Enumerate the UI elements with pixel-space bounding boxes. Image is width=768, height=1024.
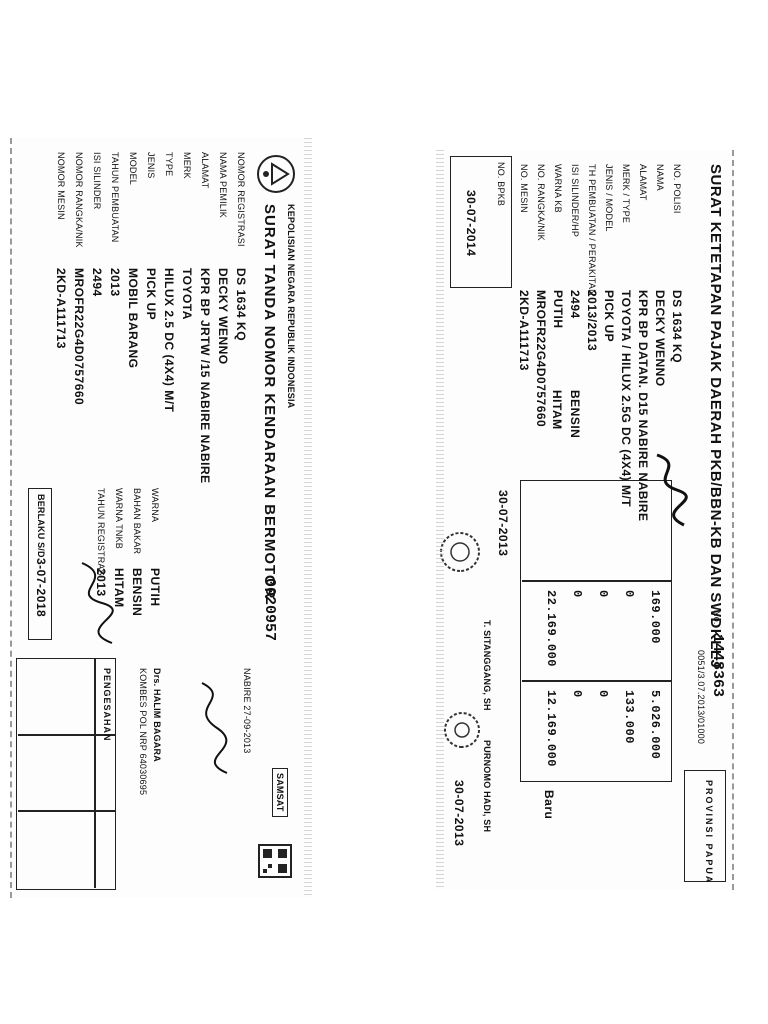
field-label: NO. MESIN <box>519 164 529 213</box>
amount-cell: 133.000 <box>622 690 636 744</box>
skpd-ref-number: 0051/3.07.2013/01000 <box>696 650 706 745</box>
amount-cell: 0 <box>596 590 610 598</box>
amount-cell: 0 <box>570 690 584 698</box>
date-stamp: 30-07-2013 <box>452 780 466 847</box>
field-label: NOMOR RANGKA/NIK <box>74 152 84 248</box>
field-value: 2494 <box>90 268 104 297</box>
amount-cell: 169.000 <box>648 590 662 644</box>
table-divider <box>522 580 672 582</box>
officer-name: Drs. HALIM BAGARA <box>152 668 162 762</box>
table-divider <box>94 658 96 888</box>
stnk-document: KEPOLISIAN NEGARA REPUBLIK INDONESIA SUR… <box>10 138 312 898</box>
field-value: BENSIN <box>130 568 144 617</box>
amount-cell: 0 <box>596 690 610 698</box>
officer-name: T. SITANGGANG, SH <box>482 620 492 711</box>
field-value: 2013 <box>108 268 122 297</box>
stamp-icon <box>440 532 480 572</box>
field-label: WARNA TNKB <box>114 488 124 550</box>
province-label: PROVINSI PAPUA <box>704 780 714 885</box>
skpd-number-label: No. <box>712 610 722 625</box>
scan-noise <box>436 150 444 890</box>
field-value: PICK UP <box>144 268 158 321</box>
field-value: PUTIH <box>551 290 565 329</box>
field-value: PICK UP <box>602 290 616 343</box>
field-value: 2494 <box>568 290 582 319</box>
skpd-title: SURAT KETETAPAN PAJAK DAERAH PKB/BBN-KB … <box>707 164 724 669</box>
officer2-name: PURNOMO HADI, SH <box>482 740 492 833</box>
field-label: NO. RANGKA/NIK <box>536 164 546 241</box>
no-bpkb-date: 30-07-2014 <box>464 190 478 257</box>
field-label: NOMOR REGISTRASI <box>236 152 246 247</box>
field-value: TOYOTA <box>180 268 194 320</box>
officer-signature <box>201 682 228 774</box>
field-value: DECKY WENNO <box>653 290 667 387</box>
police-emblem-icon <box>249 152 298 196</box>
side-field: BENSIN <box>568 390 582 439</box>
field-value: HILUX 2.5 DC (4X4) M/T <box>162 268 176 413</box>
valid-until-label: BERLAKU S/D <box>36 494 46 558</box>
scan-noise <box>304 138 312 898</box>
field-label: MERK / TYPE <box>621 164 631 224</box>
field-label: TH PEMBUATAN / PERAKITAN <box>587 164 597 296</box>
valid-until-date: 3-07-2018 <box>34 558 48 618</box>
issue-place-date: NABIRE 27-09-2013 <box>242 668 252 754</box>
field-label: ISI SILINDER/HP <box>570 164 580 238</box>
field-value: 2KD-A111713 <box>517 290 531 371</box>
table-divider <box>522 680 672 682</box>
amount-cell: 0 <box>570 590 584 598</box>
amount-cell: 22.169.000 <box>544 590 558 668</box>
amount-cell: 12.169.000 <box>544 690 558 768</box>
field-label: TAHUN PEMBUATAN <box>110 152 120 243</box>
field-value: TOYOTA / HILUX 2.5G DC (4X4) M/T <box>619 290 633 508</box>
date-paid: 30-07-2013 <box>496 490 510 557</box>
field-label: MERK <box>182 152 192 179</box>
skpd-number: 1448363 <box>709 634 726 698</box>
field-label: JENIS / MODEL <box>604 164 614 232</box>
pengesahan-label: PENGESAHAN <box>102 668 112 742</box>
agency-name: KEPOLISIAN NEGARA REPUBLIK INDONESIA <box>286 204 296 409</box>
field-label: NO. POLISI <box>672 164 682 214</box>
signature-scribble <box>81 562 114 644</box>
baru-label: Baru <box>542 790 556 820</box>
field-value: PUTIH <box>148 568 162 607</box>
document-title: SURAT TANDA NOMOR KENDARAAN BERMOTOR <box>261 204 278 600</box>
amount-cell: 0 <box>622 590 636 598</box>
field-label: JENIS <box>146 152 156 179</box>
field-label: ISI SILINDER <box>92 152 102 210</box>
field-label: TYPE <box>164 152 174 177</box>
field-value: MROFR22G4D0757660 <box>72 268 86 406</box>
table-divider <box>18 810 116 812</box>
field-value: DECKY WENNO <box>216 268 230 365</box>
field-value: MOBIL BARANG <box>126 268 140 369</box>
field-value: DS 1634 KQ <box>670 290 684 364</box>
field-label: NAMA PEMILIK <box>218 152 228 218</box>
field-value: 2KD-A111713 <box>54 268 68 349</box>
field-label: ALAMAT <box>200 152 210 189</box>
field-label: MODEL <box>128 152 138 186</box>
field-label: ALAMAT <box>638 164 648 201</box>
skpd-document: SURAT KETETAPAN PAJAK DAERAH PKB/BBN-KB … <box>436 150 734 890</box>
field-label: NAMA <box>655 164 665 191</box>
document-number: 0020957 <box>261 578 278 642</box>
field-label: WARNA <box>150 488 160 523</box>
side-field: HITAM <box>550 390 564 430</box>
pengesahan-table <box>16 658 116 890</box>
field-value: DS 1634 KQ <box>234 268 248 342</box>
field-label: NOMOR MESIN <box>56 152 66 220</box>
stamp-icon <box>444 712 480 748</box>
field-value: KPR BP JRTW /15 NABIRE NABIRE <box>198 268 212 484</box>
field-label: WARNA KB <box>553 164 563 213</box>
field-value: 2013/2013 <box>585 290 599 352</box>
no-bpkb-label: NO. BPKB <box>496 162 506 207</box>
signature-scribble <box>656 453 688 527</box>
samsat-logo: SAMSAT <box>272 768 288 817</box>
amount-cell: 5.026.000 <box>648 690 662 760</box>
field-value: MROFR22G4D0757660 <box>534 290 548 428</box>
field-label: BAHAN BAKAR <box>132 488 142 555</box>
officer-rank: KOMBES POL NRP 64030695 <box>138 668 148 796</box>
qr-code-icon <box>253 844 292 878</box>
